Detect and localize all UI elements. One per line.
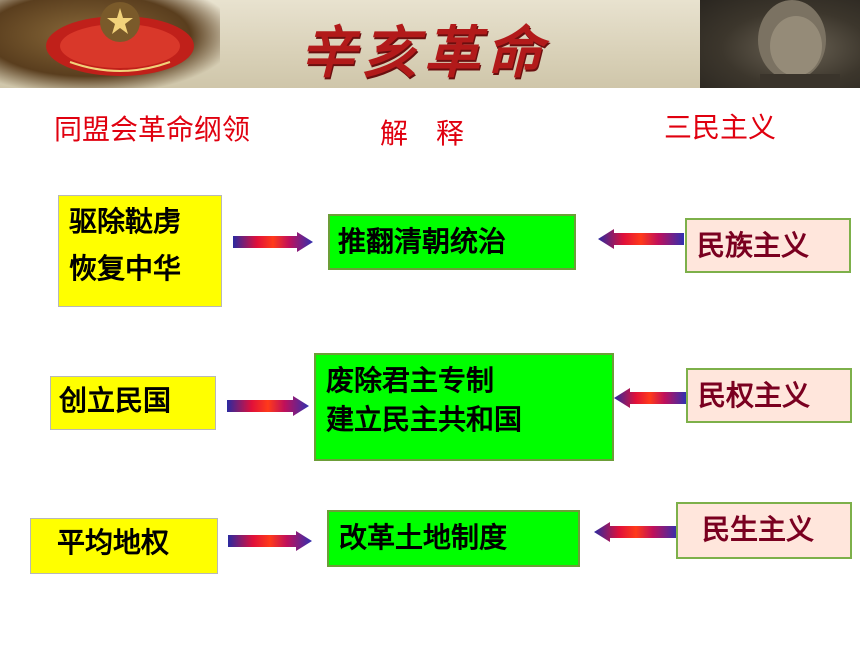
left-arrow-icon (598, 229, 684, 249)
banner-title: 辛亥革命 (300, 20, 548, 86)
principle-box-1: 民族主义 (685, 218, 851, 273)
program-line: 恢复中华 (69, 252, 182, 285)
explain-line: 改革土地制度 (339, 521, 508, 554)
program-box-1: 驱除鞑虏 恢复中华 (58, 195, 222, 307)
medallion-emblem-icon (46, 2, 194, 76)
explain-line: 建立民主共和国 (326, 403, 523, 436)
explain-box-2: 废除君主专制 建立民主共和国 (314, 353, 614, 461)
left-arrow-icon (614, 388, 686, 408)
left-arrow-icon (594, 522, 678, 542)
program-line: 平均地权 (57, 526, 170, 559)
explain-line: 废除君主专制 (326, 364, 495, 397)
principle-label: 民族主义 (697, 229, 810, 262)
right-arrow-icon (233, 232, 313, 252)
program-box-2: 创立民国 (50, 376, 216, 430)
header-program: 同盟会革命纲领 (54, 113, 251, 146)
program-box-3: 平均地权 (30, 518, 218, 574)
right-arrow-icon (228, 531, 312, 551)
program-line: 驱除鞑虏 (69, 205, 182, 238)
right-arrow-icon (227, 396, 309, 416)
explain-line: 推翻清朝统治 (338, 225, 507, 258)
principle-label: 民生主义 (702, 513, 815, 546)
explain-box-3: 改革土地制度 (327, 510, 580, 567)
principle-label: 民权主义 (698, 379, 811, 412)
title-banner: 辛亥革命 (0, 0, 860, 88)
header-explain: 解 释 (380, 117, 465, 150)
program-line: 创立民国 (59, 384, 172, 417)
explain-box-1: 推翻清朝统治 (328, 214, 576, 270)
header-principles: 三民主义 (664, 111, 777, 144)
principle-box-3: 民生主义 (676, 502, 852, 559)
principle-box-2: 民权主义 (686, 368, 852, 423)
portrait-image (700, 0, 860, 88)
